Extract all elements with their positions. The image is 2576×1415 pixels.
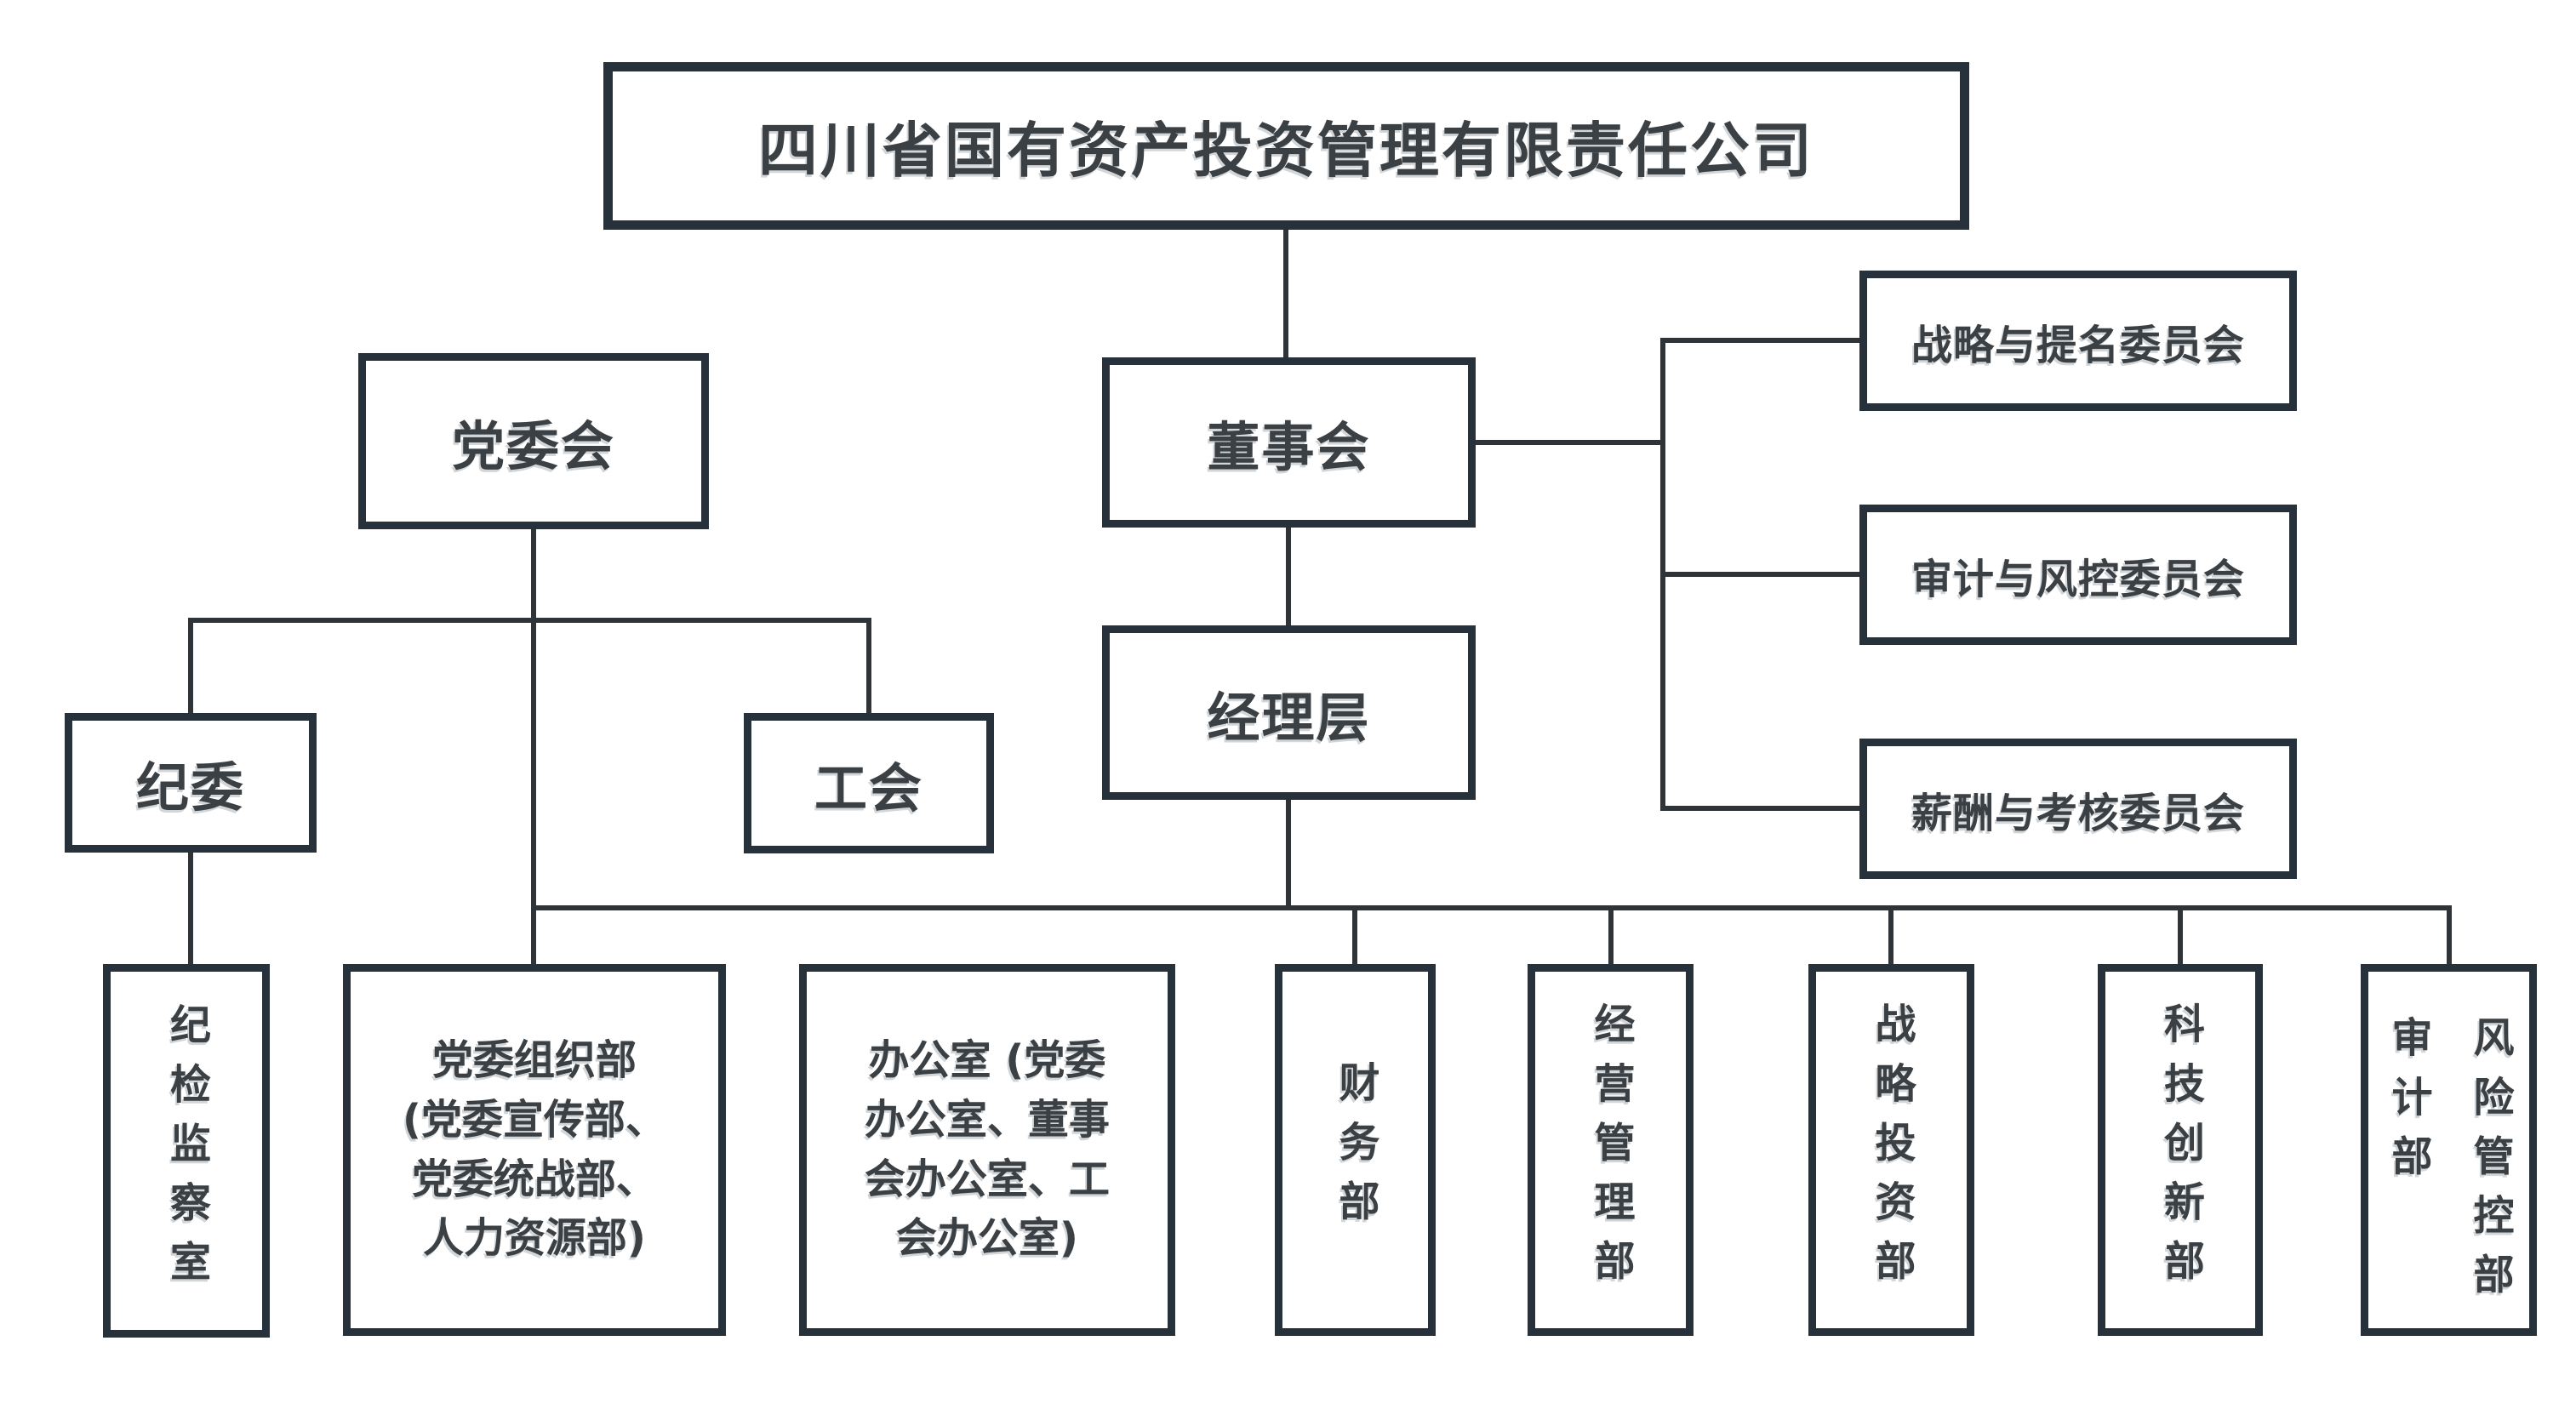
general-office-line: 办公室、董事 [864,1095,1110,1144]
connector-management-bus [1286,800,1291,908]
board-of-directors-label: 董事会 [1207,416,1371,478]
root-company-label: 四川省国有资产投资管理有限责任公司 [758,116,1814,185]
party-organization-dept-box: 党委组织部 (党委宣传部、 党委统战部、 人力资源部) [343,964,726,1336]
general-office-line: 会办公室、工 [864,1155,1110,1203]
connector-board-management [1286,528,1291,625]
connector-stub-strategy-nomination [1660,338,1859,343]
management-layer-box: 经理层 [1102,625,1476,800]
audit-risk-committee-box: 审计与风控委员会 [1859,505,2297,645]
party-organization-dept-line: 人力资源部) [423,1214,646,1263]
connector-stub-audit-risk [1660,572,1859,577]
connector-stub-compensation [1660,806,1859,811]
finance-dept-box: 财务部 [1275,964,1436,1336]
connector-drop-audit-risk [2447,905,2452,964]
strategic-investment-dept-label: 战略投资部 [1867,1001,1916,1298]
labor-union-label: 工会 [814,756,923,819]
connector-drop-finance [1352,905,1357,964]
connector-tee-union [866,618,871,713]
party-committee-label: 党委会 [451,414,615,477]
board-of-directors-box: 董事会 [1102,357,1476,528]
party-organization-dept-line: (党委宣传部、 [403,1095,666,1144]
audit-risk-dept-box: 审计部 风险管控部 [2361,964,2537,1336]
party-organization-dept-line: 党委组织部 [431,1036,637,1085]
connector-party-tee [188,618,871,623]
general-office-line: 办公室 (党委 [868,1036,1106,1085]
compensation-assessment-committee-box: 薪酬与考核委员会 [1859,739,2297,879]
party-organization-dept-line: 党委统战部、 [411,1155,657,1203]
finance-dept-label: 财务部 [1331,1061,1379,1239]
operations-management-dept-label: 经营管理部 [1586,1001,1635,1298]
general-office-box: 办公室 (党委 办公室、董事 会办公室、工 会办公室) [799,964,1175,1336]
tech-innovation-dept-box: 科技创新部 [2098,964,2263,1336]
strategic-investment-dept-box: 战略投资部 [1808,964,1974,1336]
connector-board-committees [1476,440,1663,445]
general-office-line: 会办公室) [896,1214,1078,1263]
connector-drop-strategy [1888,905,1893,964]
strategy-nomination-committee-label: 战略与提名委员会 [1911,321,2245,369]
connector-root-board [1283,230,1288,357]
root-company-box: 四川省国有资产投资管理有限责任公司 [603,62,1969,230]
strategy-nomination-committee-box: 战略与提名委员会 [1859,271,2297,411]
connector-drop-operations [1608,905,1614,964]
management-layer-label: 经理层 [1207,686,1371,749]
audit-dept-label: 审计部 [2384,1016,2432,1194]
tech-innovation-dept-label: 科技创新部 [2156,1001,2204,1298]
connector-tee-discipline [188,618,193,713]
connector-discipline-office [188,853,193,964]
connector-departments-bus [531,905,2452,910]
labor-union-box: 工会 [744,713,994,853]
discipline-inspection-office-label: 纪检监察室 [163,1002,210,1299]
discipline-inspection-office-box: 纪检监察室 [103,964,270,1338]
discipline-committee-box: 纪委 [65,713,317,853]
risk-control-dept-label: 风险管控部 [2465,1016,2514,1312]
audit-risk-committee-label: 审计与风控委员会 [1911,555,2245,603]
compensation-assessment-committee-label: 薪酬与考核委员会 [1911,789,2245,837]
connector-drop-tech [2178,905,2183,964]
party-committee-box: 党委会 [358,353,709,529]
connector-party-trunk [531,528,536,964]
discipline-committee-label: 纪委 [135,756,245,819]
operations-management-dept-box: 经营管理部 [1528,964,1694,1336]
